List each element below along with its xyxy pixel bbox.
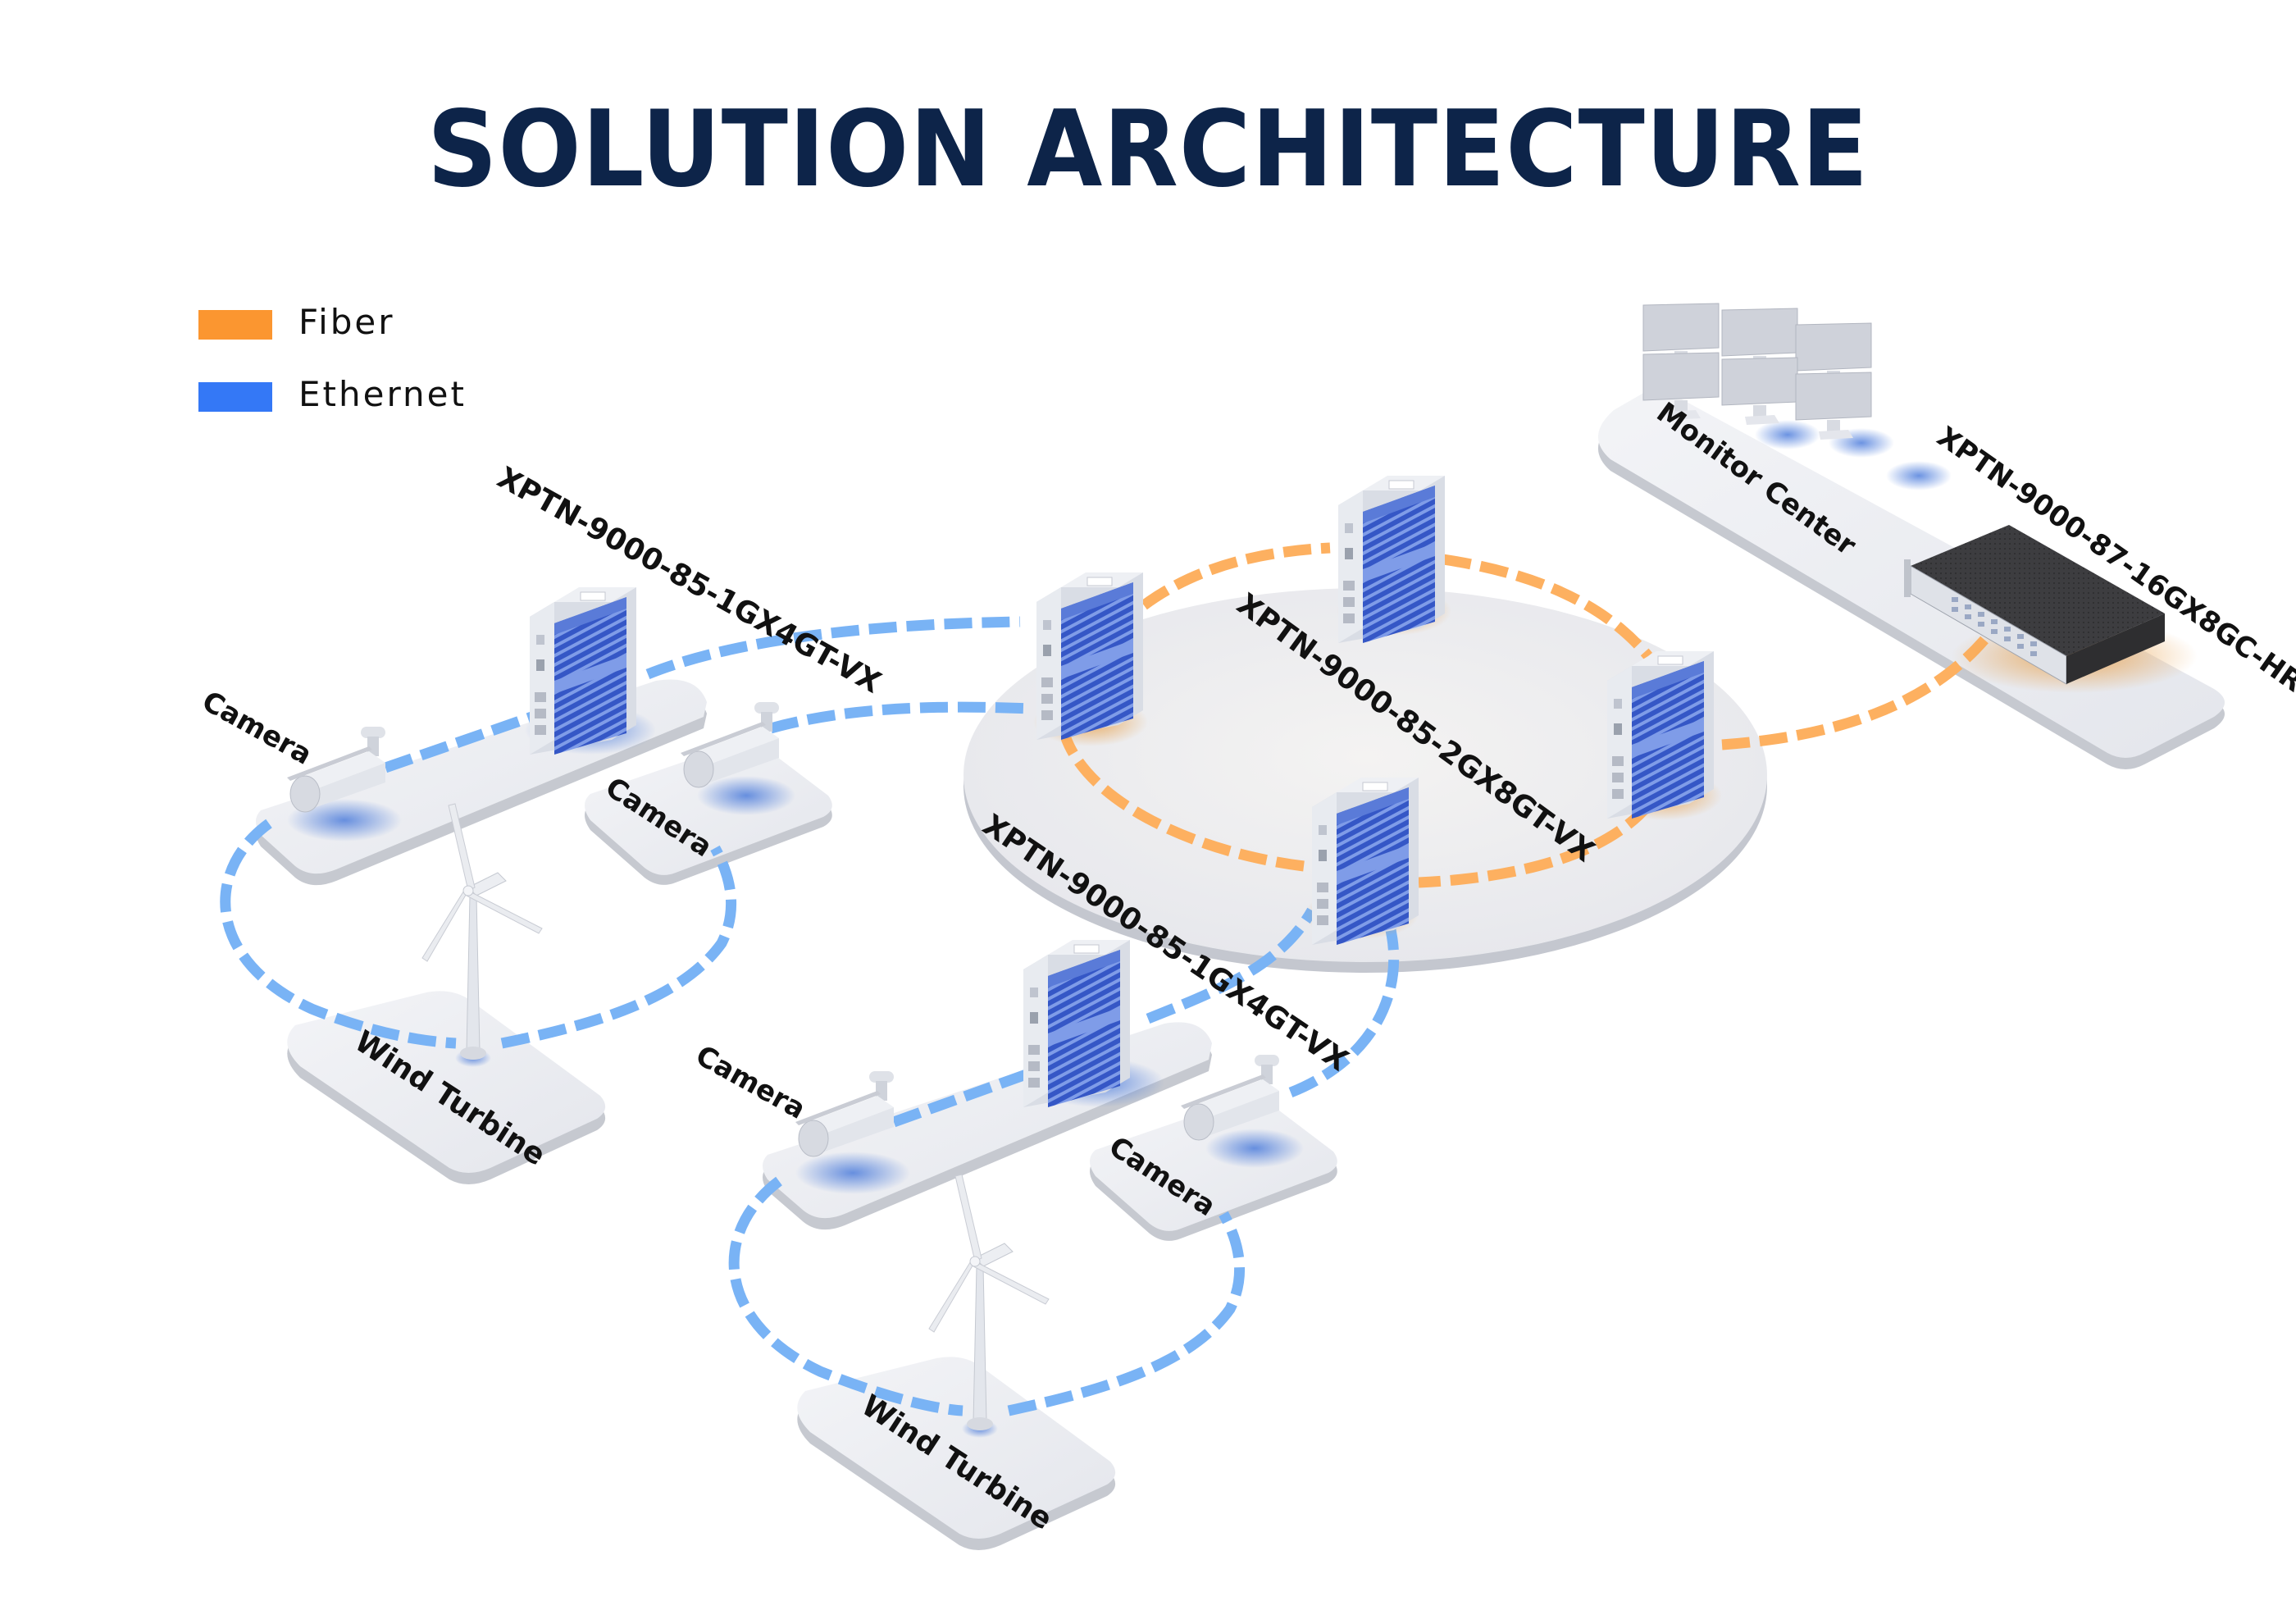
site2-camera-a-label: Camera bbox=[690, 1039, 811, 1126]
eth-site2-switch-to-cama bbox=[891, 1064, 1042, 1128]
fiber-core-uplink bbox=[1721, 636, 1988, 750]
site2-switch bbox=[1023, 939, 1131, 1108]
page-title: SOLUTION ARCHITECTURE bbox=[426, 89, 1870, 211]
fiber-ring-north-east bbox=[1442, 554, 1652, 660]
legend-label-fiber: Fiber bbox=[298, 302, 395, 342]
site1-camera-a-label: Camera bbox=[197, 685, 317, 772]
eth-site2-camb-to-core bbox=[1288, 910, 1400, 1098]
core-ring-switch-south bbox=[1311, 777, 1419, 946]
fiber-ring-east-south bbox=[1418, 801, 1652, 888]
ethernet-swatch bbox=[198, 382, 272, 412]
eth-site2-to-core bbox=[1146, 907, 1317, 1024]
legend-label-ethernet: Ethernet bbox=[298, 374, 467, 414]
eth-site1-camb-to-core bbox=[769, 701, 1031, 734]
core-ring-switch-east bbox=[1606, 650, 1715, 819]
eth-site1-to-core bbox=[645, 616, 1021, 680]
eth-site2-turbine-to-camb bbox=[1007, 1211, 1246, 1416]
connections bbox=[220, 542, 1988, 1416]
core-ring-switch-north bbox=[1337, 475, 1446, 644]
eth-site1-turbine-to-camb bbox=[500, 845, 737, 1049]
eth-site1-switch-to-cama bbox=[383, 708, 544, 773]
core-rack-switch-icon bbox=[1904, 525, 2165, 685]
site1-turbine-platform bbox=[287, 991, 606, 1184]
core-ring-switch-west bbox=[1036, 572, 1144, 741]
eth-site1-cama-to-turbine bbox=[220, 819, 457, 1049]
fiber-ring-north-west bbox=[1141, 542, 1331, 610]
site1-switch bbox=[529, 586, 637, 755]
site2-turbine-platform bbox=[797, 1357, 1116, 1550]
fiber-swatch bbox=[198, 310, 272, 340]
eth-site2-cama-to-turbine bbox=[728, 1176, 963, 1416]
fiber-ring-south-west bbox=[1060, 736, 1305, 872]
